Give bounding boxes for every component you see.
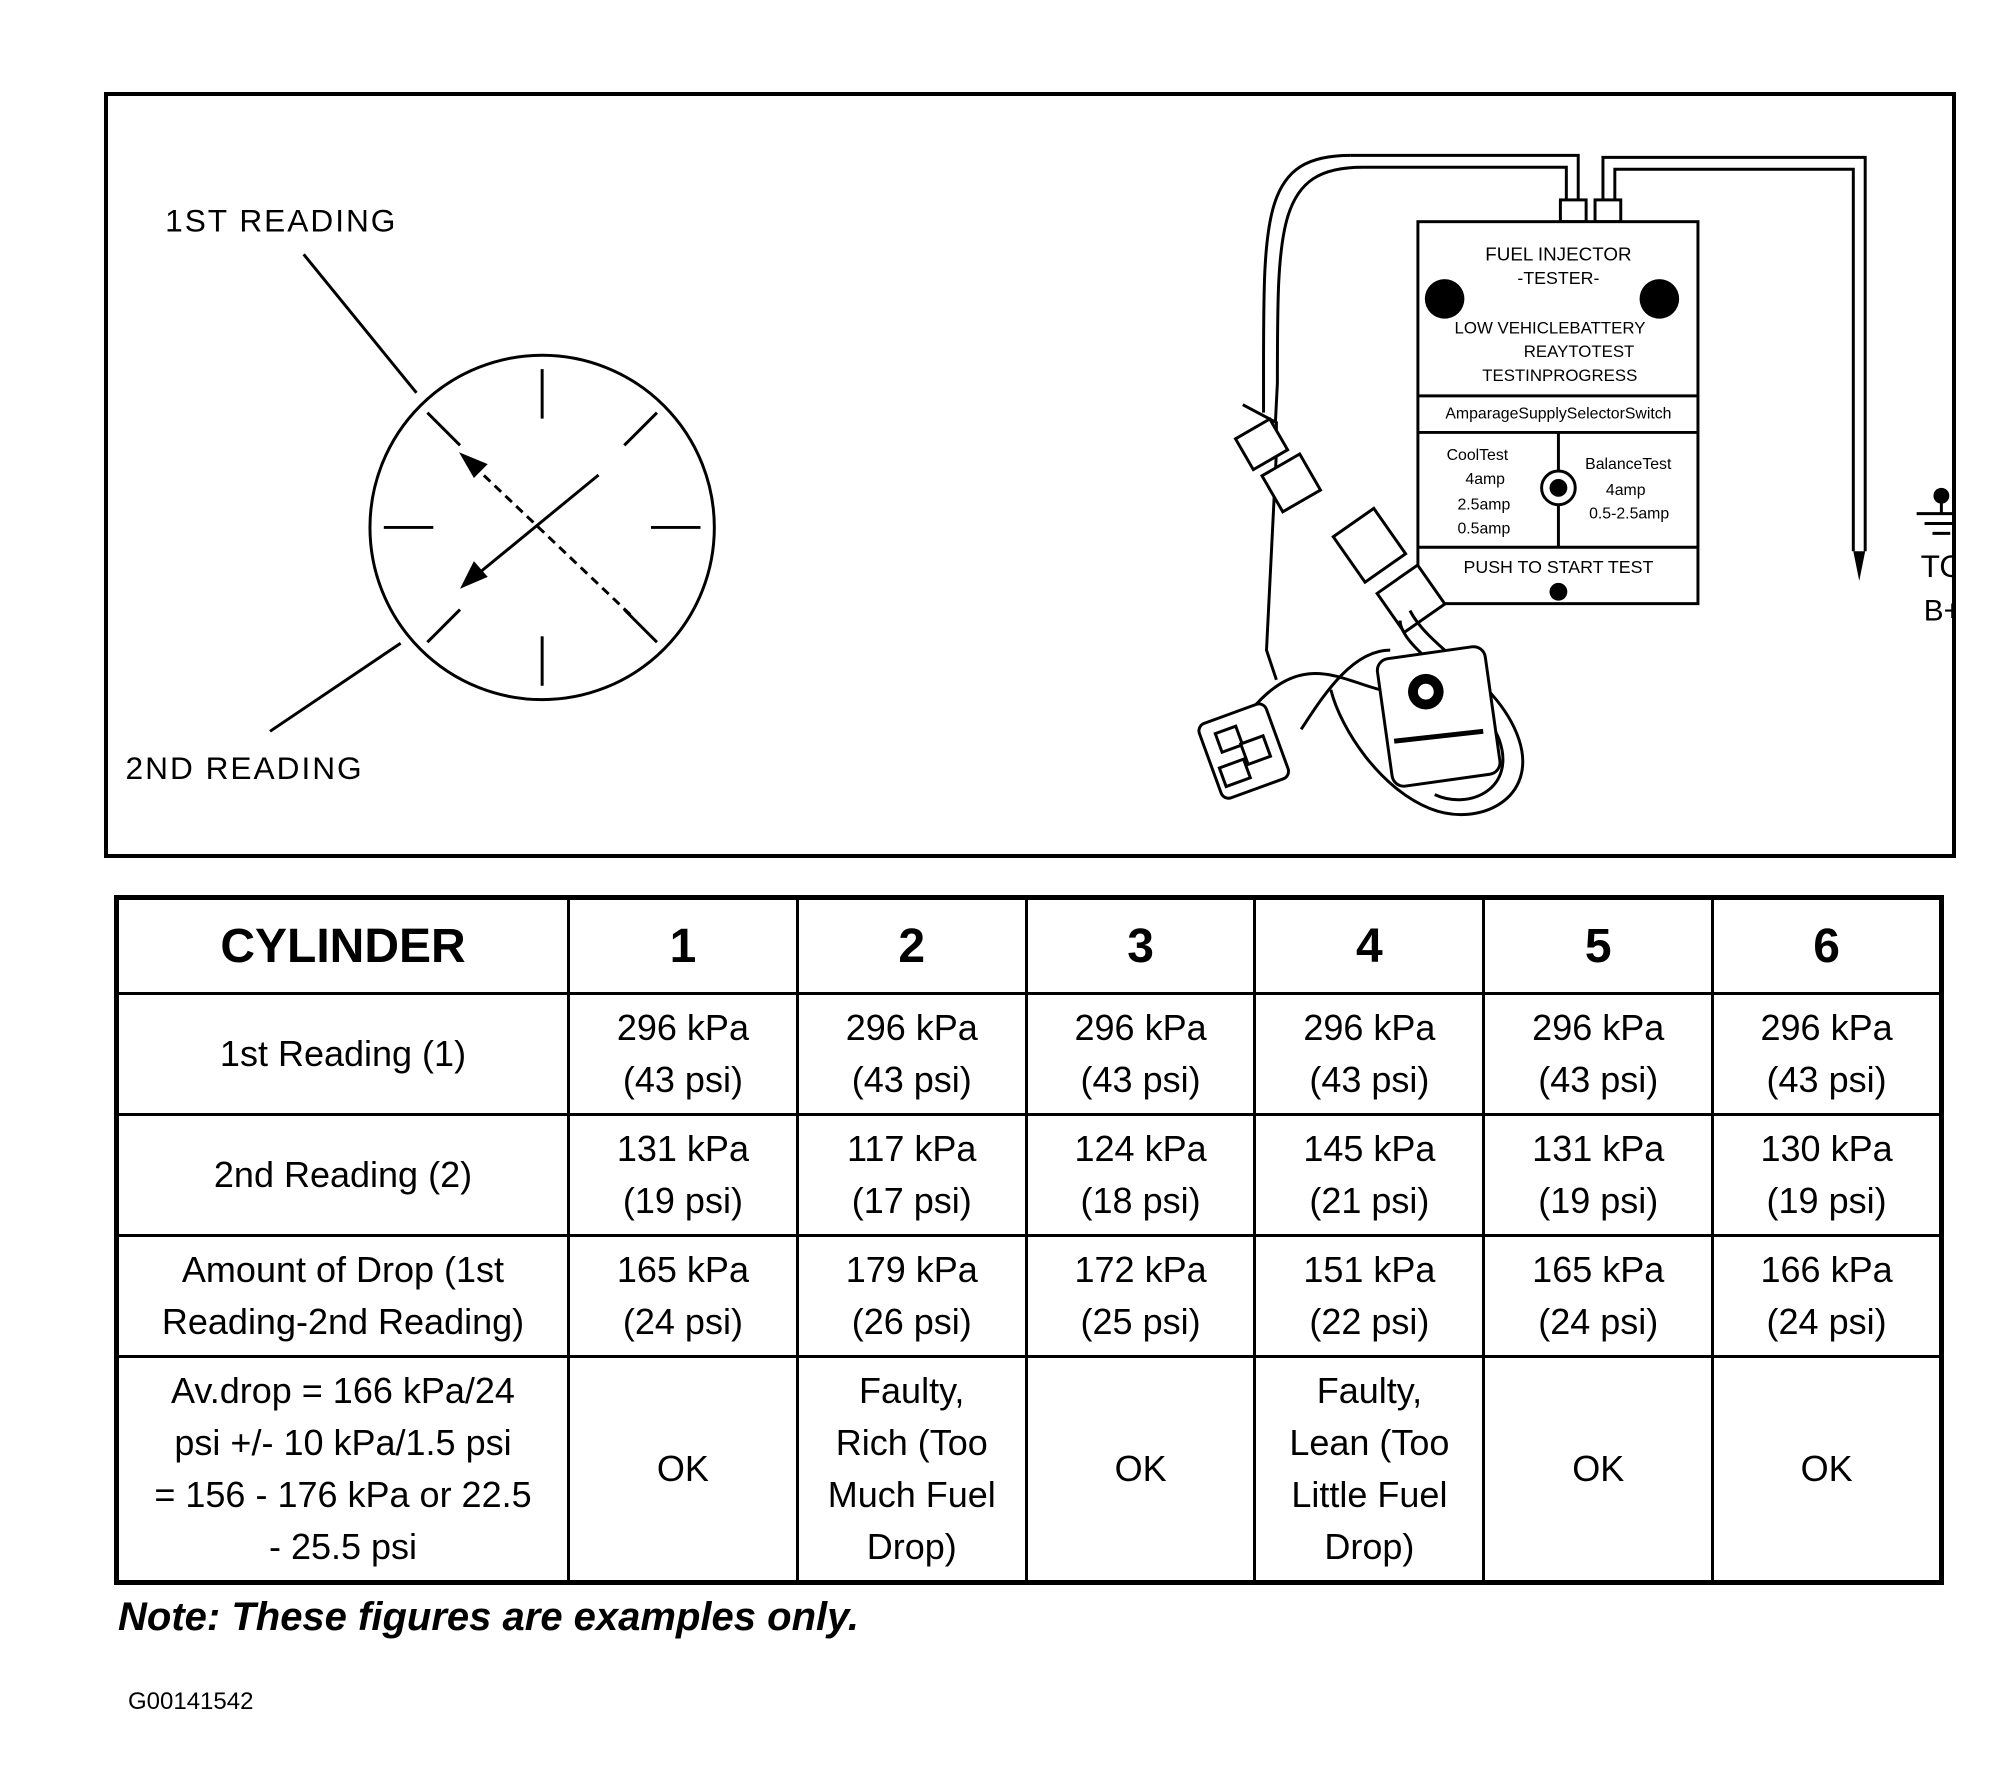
- table-cell: 296 kPa(43 psi): [1024, 992, 1257, 1116]
- balance-test-range: 0.5-2.5amp: [1589, 506, 1669, 523]
- table-cell: OK: [1711, 1355, 1943, 1584]
- cylinder-pressure-table: CYLINDER 1 2 3 4 5 6 1st Reading (1) 296…: [114, 895, 1944, 1585]
- battery-lead-arrow: [1853, 551, 1866, 581]
- table-cell: 117 kPa(17 psi): [795, 1113, 1028, 1237]
- header-cylinder-3: 3: [1024, 896, 1257, 995]
- push-to-start-button: [1549, 582, 1568, 601]
- header-cylinder-1: 1: [567, 896, 799, 995]
- cool-test-25amp: 2.5amp: [1457, 497, 1510, 514]
- injector-lead-outer: [1350, 153, 1580, 200]
- battery-lead-inner: [1613, 167, 1855, 552]
- table-row-first-reading: 1st Reading (1) 296 kPa(43 psi) 296 kPa(…: [115, 992, 1943, 1116]
- injector-harness: [1233, 416, 1525, 817]
- ground-icon: [1916, 487, 1952, 535]
- leader-line-first: [302, 253, 418, 394]
- injector-lead-inner: [1362, 165, 1568, 200]
- header-cylinder-5: 5: [1482, 896, 1715, 995]
- table-cell: OK: [567, 1355, 799, 1584]
- header-cylinder: CYLINDER: [115, 896, 570, 995]
- table-cell: 145 kPa(21 psi): [1253, 1113, 1486, 1237]
- ground-label-to: TO: [1921, 548, 1952, 584]
- tester-port-left: [1558, 198, 1588, 224]
- table-cell: 131 kPa(19 psi): [1482, 1113, 1715, 1237]
- table-cell: 296 kPa(43 psi): [1482, 992, 1715, 1116]
- label-second-reading: 2ND READING: [126, 750, 364, 786]
- status-low-battery: LOW VEHICLEBATTERY: [1455, 318, 1646, 337]
- cool-test-4amp: 4amp: [1465, 471, 1505, 488]
- cool-test-title: CoolTest: [1447, 447, 1509, 464]
- tester-subtitle: -TESTER-: [1517, 268, 1599, 288]
- diagram-svg: 1ST READING 2ND READING: [126, 153, 1952, 817]
- injector-adapter: [1375, 645, 1502, 788]
- table-cell: OK: [1482, 1355, 1715, 1584]
- tester-title: FUEL INJECTOR: [1485, 243, 1631, 264]
- table-cell: 296 kPa(43 psi): [567, 992, 799, 1116]
- table-cell: 166 kPa(24 psi): [1711, 1234, 1943, 1358]
- ground-label-bplus: B+: [1924, 594, 1952, 627]
- figure-id: G00141542: [128, 1688, 254, 1715]
- cool-test-05amp: 0.5amp: [1457, 520, 1510, 537]
- diagram-frame: 1ST READING 2ND READING: [104, 92, 1956, 858]
- pressure-gauge-dial: [368, 353, 716, 702]
- selector-switch-label: AmparageSupplySelectorSwitch: [1445, 406, 1671, 423]
- label-first-reading: 1ST READING: [165, 203, 397, 239]
- injector-plug: [1197, 702, 1291, 800]
- battery-lead-outer: [1601, 155, 1867, 552]
- status-lamp-right: [1639, 279, 1680, 319]
- status-in-progress: TESTINPROGRESS: [1482, 366, 1637, 385]
- balance-test-title: BalanceTest: [1585, 456, 1672, 473]
- fuel-injector-tester: FUEL INJECTOR -TESTER- LOW VEHICLEBATTER…: [1416, 220, 1700, 606]
- table-cell: 131 kPa(19 psi): [567, 1113, 799, 1237]
- table-cell: 165 kPa(24 psi): [567, 1234, 799, 1358]
- table-cell: 179 kPa(26 psi): [795, 1234, 1028, 1358]
- balance-test-4amp: 4amp: [1606, 482, 1646, 499]
- header-cylinder-2: 2: [795, 896, 1028, 995]
- header-cylinder-6: 6: [1711, 896, 1943, 995]
- table-row-second-reading: 2nd Reading (2) 131 kPa(19 psi) 117 kPa(…: [115, 1113, 1943, 1237]
- examples-note: Note: These figures are examples only.: [118, 1595, 859, 1639]
- push-to-start-label: PUSH TO START TEST: [1463, 557, 1653, 577]
- leader-line-second: [269, 641, 402, 733]
- table-cell: OK: [1024, 1355, 1257, 1584]
- status-lamp-left: [1424, 279, 1465, 319]
- row-label: 2nd Reading (2): [115, 1113, 570, 1237]
- table-cell: 151 kPa(22 psi): [1253, 1234, 1486, 1358]
- table-cell: 172 kPa(25 psi): [1024, 1234, 1257, 1358]
- row-label: 1st Reading (1): [115, 992, 570, 1116]
- table-header-row: CYLINDER 1 2 3 4 5 6: [115, 896, 1943, 995]
- table-cell: 296 kPa(43 psi): [1711, 992, 1943, 1116]
- table-cell: 124 kPa(18 psi): [1024, 1113, 1257, 1237]
- tester-port-right: [1593, 198, 1623, 224]
- table-cell: 296 kPa(43 psi): [795, 992, 1028, 1116]
- status-ready: REAYTOTEST: [1524, 342, 1635, 361]
- table-cell: 165 kPa(24 psi): [1482, 1234, 1715, 1358]
- header-cylinder-4: 4: [1253, 896, 1486, 995]
- table-cell: 130 kPa(19 psi): [1711, 1113, 1943, 1237]
- table-cell: 296 kPa(43 psi): [1253, 992, 1486, 1116]
